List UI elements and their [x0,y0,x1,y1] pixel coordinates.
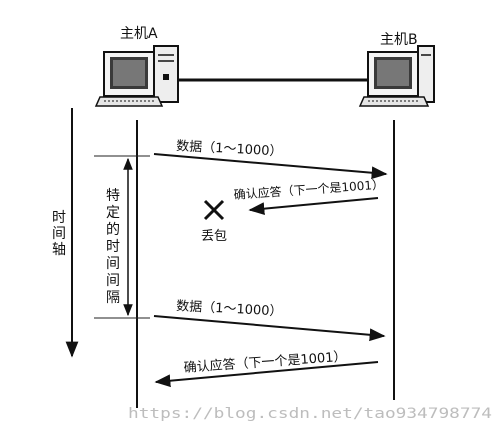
message-label-data-2: 数据（1～1000） [176,299,283,320]
svg-text:定: 定 [106,205,120,221]
message-arrow-data-2 [153,315,386,342]
svg-text:时: 时 [106,239,120,255]
svg-text:特: 特 [106,188,120,204]
packet-loss-x-icon [203,199,225,221]
svg-text:隔: 隔 [106,290,120,306]
svg-text:间: 间 [106,273,120,289]
interval-label: 特 定 的 时 间 间 隔 [106,188,120,306]
svg-text:的: 的 [106,222,120,238]
message-label-ack-1: 确认应答（下一个是1001） [233,177,384,202]
message-arrow-data-1 [153,153,388,180]
message-arrow-ack-lost [248,197,379,216]
svg-text:间: 间 [52,226,66,242]
lost-packet-label: 丢包 [201,229,227,244]
host-b-label: 主机B [380,32,418,48]
message-arrow-ack-2 [154,361,379,388]
svg-text:间: 间 [106,256,120,272]
host-b-computer-icon [358,45,435,107]
message-label-data-1: 数据（1～1000） [176,139,283,160]
svg-text:时: 时 [52,210,66,226]
time-axis-label: 时 间 轴 [52,210,66,258]
watermark: https://blog.csdn.net/tao934798774 [128,406,492,422]
host-a-label: 主机A [120,26,158,42]
svg-text:轴: 轴 [52,242,66,258]
host-a-computer-icon [94,45,179,107]
